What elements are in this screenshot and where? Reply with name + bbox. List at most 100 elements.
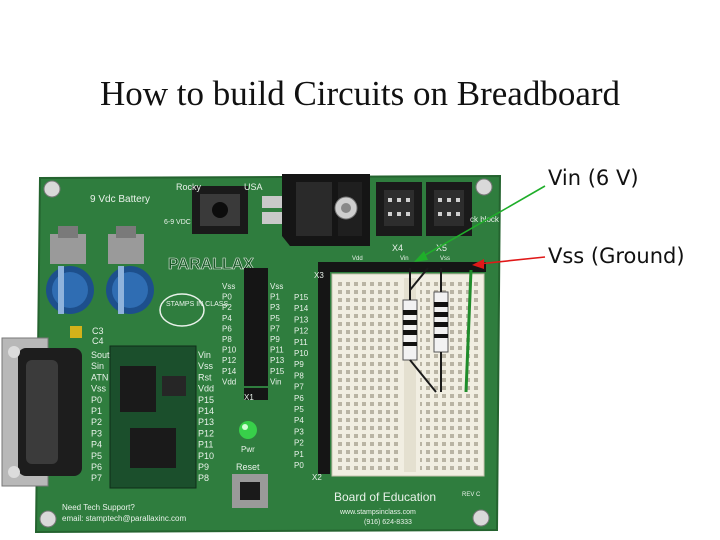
stamp-left-pin-p5: P5: [91, 451, 102, 461]
header-b-pin-p3: P3: [270, 303, 280, 312]
header-a-pin-vss: Vss: [222, 282, 235, 291]
small-capacitor: [70, 326, 82, 338]
capacitor-c3: [46, 266, 94, 314]
breadboard-pin-p0: P0: [294, 461, 304, 470]
breadboard-pin-p14: P14: [294, 304, 309, 313]
power-jack: [192, 186, 248, 234]
stamp-right-pin-vss: Vss: [198, 361, 214, 371]
header-b-pin-p13: P13: [270, 356, 285, 365]
header-a-pin-p4: P4: [222, 314, 232, 323]
clock-label: ck block: [470, 215, 500, 224]
header-a-pin-p14: P14: [222, 367, 237, 376]
basic-stamp-module: [109, 345, 197, 489]
stamp-left-pin-p7: P7: [91, 473, 102, 483]
capacitor-c4: [106, 266, 154, 314]
parallax-logo: PARALLAX: [168, 256, 254, 273]
c4-label: C4: [92, 336, 104, 346]
vss-top-label: Vss: [440, 256, 450, 262]
stamp-left-pin-p2: P2: [91, 417, 102, 427]
header-a-pin-p0: P0: [222, 293, 232, 302]
header-b-pin-p11: P11: [270, 346, 284, 355]
stamp-left-pin-p0: P0: [91, 395, 102, 405]
breadboard-pin-p2: P2: [294, 439, 304, 448]
stamp-left-pin-sin: Sin: [91, 361, 104, 371]
stamp-left-pin-p4: P4: [91, 440, 102, 450]
breadboard-pin-p9: P9: [294, 360, 304, 369]
header-a-pin-vdd: Vdd: [222, 377, 236, 386]
voltage-regulator: [262, 174, 370, 246]
battery-clip: [50, 226, 144, 264]
stamp-right-pin-p15: P15: [198, 395, 214, 405]
vss-callout-label: Vss (Ground): [548, 244, 685, 268]
stamp-left-pin-sout: Sout: [91, 350, 110, 360]
board-web: www.stampsinclass.com: [339, 509, 416, 516]
breadboard-power-header: [330, 262, 486, 272]
stamp-right-pin-p13: P13: [198, 417, 214, 427]
stamp-right-pin-p9: P9: [198, 462, 209, 472]
stamp-left-pin-p1: P1: [91, 406, 102, 416]
resistor-1: [402, 299, 418, 361]
stamp-left-pin-p6: P6: [91, 462, 102, 472]
board-phone: (916) 624-8333: [364, 519, 412, 526]
jack-sub-label: USA: [244, 182, 263, 192]
pwr-label: Pwr: [241, 445, 255, 454]
db9-connector: [1, 337, 82, 487]
stamp-right-pin-rst: Rst: [198, 372, 212, 382]
support-line-1: Need Tech Support?: [62, 503, 135, 512]
header-b-pin-p15: P15: [270, 367, 285, 376]
breadboard-pin-p11: P11: [294, 338, 308, 347]
stamp-left-pin-vss: Vss: [91, 384, 107, 394]
vin-arrow: [414, 185, 546, 262]
breadboard-pin-p1: P1: [294, 450, 304, 459]
stamp-right-pin-vin: Vin: [198, 350, 211, 360]
x3-label: X3: [314, 271, 324, 280]
x2-label: X2: [312, 473, 322, 482]
header-a-pin-p6: P6: [222, 324, 232, 333]
breadboard-pin-p3: P3: [294, 427, 304, 436]
c3-label: C3: [92, 326, 104, 336]
voltage-label: 6-9 VDC: [164, 219, 191, 226]
stamp-right-pin-vdd: Vdd: [198, 384, 214, 394]
header-b-pin-p5: P5: [270, 314, 280, 323]
reset-label: Reset: [236, 462, 260, 472]
stamp-right-pin-p12: P12: [198, 428, 214, 438]
board-rev: REV C: [462, 492, 481, 498]
servo-header-x4: [376, 182, 422, 236]
support-line-2: email: stamptech@parallaxinc.com: [62, 514, 187, 523]
vdd-top-label: Vdd: [352, 256, 363, 262]
header-b-pin-vss: Vss: [270, 282, 283, 291]
slide-title: How to build Circuits on Breadboard: [99, 74, 621, 113]
board-name: Board of Education: [334, 490, 436, 504]
vin-callout-label: Vin (6 V): [548, 166, 639, 190]
header-b-pin-p1: P1: [270, 293, 280, 302]
breadboard-pin-p12: P12: [294, 327, 309, 336]
header-a-pin-p12: P12: [222, 356, 237, 365]
stamps-in-class-logo: [159, 293, 205, 327]
header-b-pin-p9: P9: [270, 335, 280, 344]
ground-jumper-wire: [464, 269, 473, 393]
stamp-right-pin-p14: P14: [198, 406, 214, 416]
io-header: [244, 268, 268, 386]
breadboard-pin-p15: P15: [294, 293, 309, 302]
battery-label: 9 Vdc Battery: [90, 194, 150, 205]
stamp-left-pin-atn: ATN: [91, 372, 108, 382]
resistor-2: [433, 291, 449, 353]
resistor-leads: [409, 267, 442, 393]
reset-button: [232, 474, 268, 508]
stamp-right-pin-p10: P10: [198, 451, 214, 461]
x1-label: X1: [244, 393, 254, 402]
breadboard-pin-p8: P8: [294, 371, 304, 380]
power-led: [239, 421, 257, 439]
header-b-pin-vin: Vin: [270, 377, 281, 386]
x5-label: X5: [436, 243, 447, 253]
breadboard-pin-p4: P4: [294, 416, 304, 425]
io-header-end: [244, 388, 268, 400]
header-a-pin-p10: P10: [222, 346, 237, 355]
jack-label: Rocky: [176, 182, 202, 192]
stamps-label: STAMPS IN CLASS: [166, 301, 228, 308]
